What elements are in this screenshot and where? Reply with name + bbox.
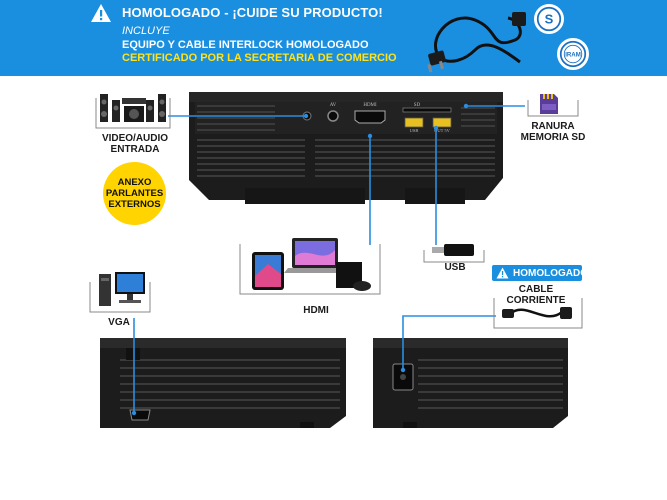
usb-port-label: USB xyxy=(410,128,419,133)
seal-iram-text: IRAM xyxy=(565,52,581,59)
interlock-cable-icon xyxy=(427,12,526,73)
vga-computer-illustration xyxy=(95,270,149,310)
banner-includes: INCLUYE xyxy=(122,25,170,37)
usb-label: USB xyxy=(444,262,466,273)
sd-card-icon xyxy=(538,92,560,116)
hdmi-port xyxy=(354,110,386,124)
power-cable-illustration xyxy=(500,296,576,328)
hdmi-devices-illustration xyxy=(248,236,376,294)
banner-line-equipment: EQUIPO Y CABLE INTERLOCK HOMOLOGADO xyxy=(122,39,369,51)
header-banner: HOMOLOGADO - ¡CUIDE SU PRODUCTO! INCLUYE… xyxy=(0,0,667,76)
usb-port xyxy=(404,117,424,128)
power-cable-label: CABLE CORRIENTE xyxy=(506,284,566,306)
sd-port-label: SD xyxy=(414,103,421,108)
sd-slot xyxy=(402,107,452,113)
hdmi-label: HDMI xyxy=(303,305,329,316)
vga-label: VGA xyxy=(108,317,130,328)
seal-s-text: S xyxy=(545,11,554,26)
projector-side-power xyxy=(373,330,568,428)
banner-title: HOMOLOGADO - ¡CUIDE SU PRODUCTO! xyxy=(122,5,383,20)
speakers-illustration xyxy=(98,88,168,126)
out5v-usb-port xyxy=(432,117,452,128)
projector-side-vga xyxy=(100,330,346,428)
av-port-label: AV xyxy=(330,103,337,108)
video-audio-label: VIDEO/AUDIO ENTRADA xyxy=(101,133,169,155)
projector-rear-view: AV HDMI SD USB OUT 5V xyxy=(185,88,507,204)
warning-icon xyxy=(496,267,509,279)
homologado-tag: HOMOLOGADO xyxy=(492,265,588,281)
external-speakers-badge: ANEXO PARLANTES EXTERNOS xyxy=(103,162,166,225)
iram-seal: IRAM xyxy=(557,38,589,70)
external-speakers-text: ANEXO PARLANTES EXTERNOS xyxy=(105,177,164,210)
warning-icon xyxy=(91,4,111,22)
out5v-port-label: OUT 5V xyxy=(434,128,451,133)
audio-jack-port xyxy=(302,111,312,121)
usb-stick-icon xyxy=(430,241,476,259)
hdmi-port-label: HDMI xyxy=(363,103,377,108)
av-jack-port xyxy=(327,110,339,122)
seguridad-seal: S xyxy=(534,4,564,34)
homologado-text: HOMOLOGADO xyxy=(513,267,588,279)
banner-line-certified: CERTIFICADO POR LA SECRETARIA DE COMERCI… xyxy=(122,52,397,64)
vga-port xyxy=(129,409,151,421)
sd-slot-label: RANURA MEMORIA SD xyxy=(520,121,586,143)
